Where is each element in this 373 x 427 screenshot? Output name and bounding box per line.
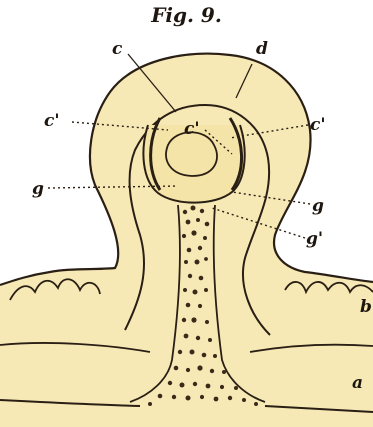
label-c-prime-right: c': [310, 115, 326, 135]
label-g-prime: g': [306, 229, 323, 249]
label-c-prime-inner: c': [184, 119, 200, 139]
label-g-right: g: [312, 196, 324, 216]
label-c-prime-left: c': [44, 111, 60, 131]
label-g-left: g: [32, 179, 44, 199]
label-b: b: [360, 297, 372, 317]
label-c: c: [112, 39, 123, 59]
label-a: a: [352, 373, 363, 393]
label-d: d: [256, 39, 268, 59]
